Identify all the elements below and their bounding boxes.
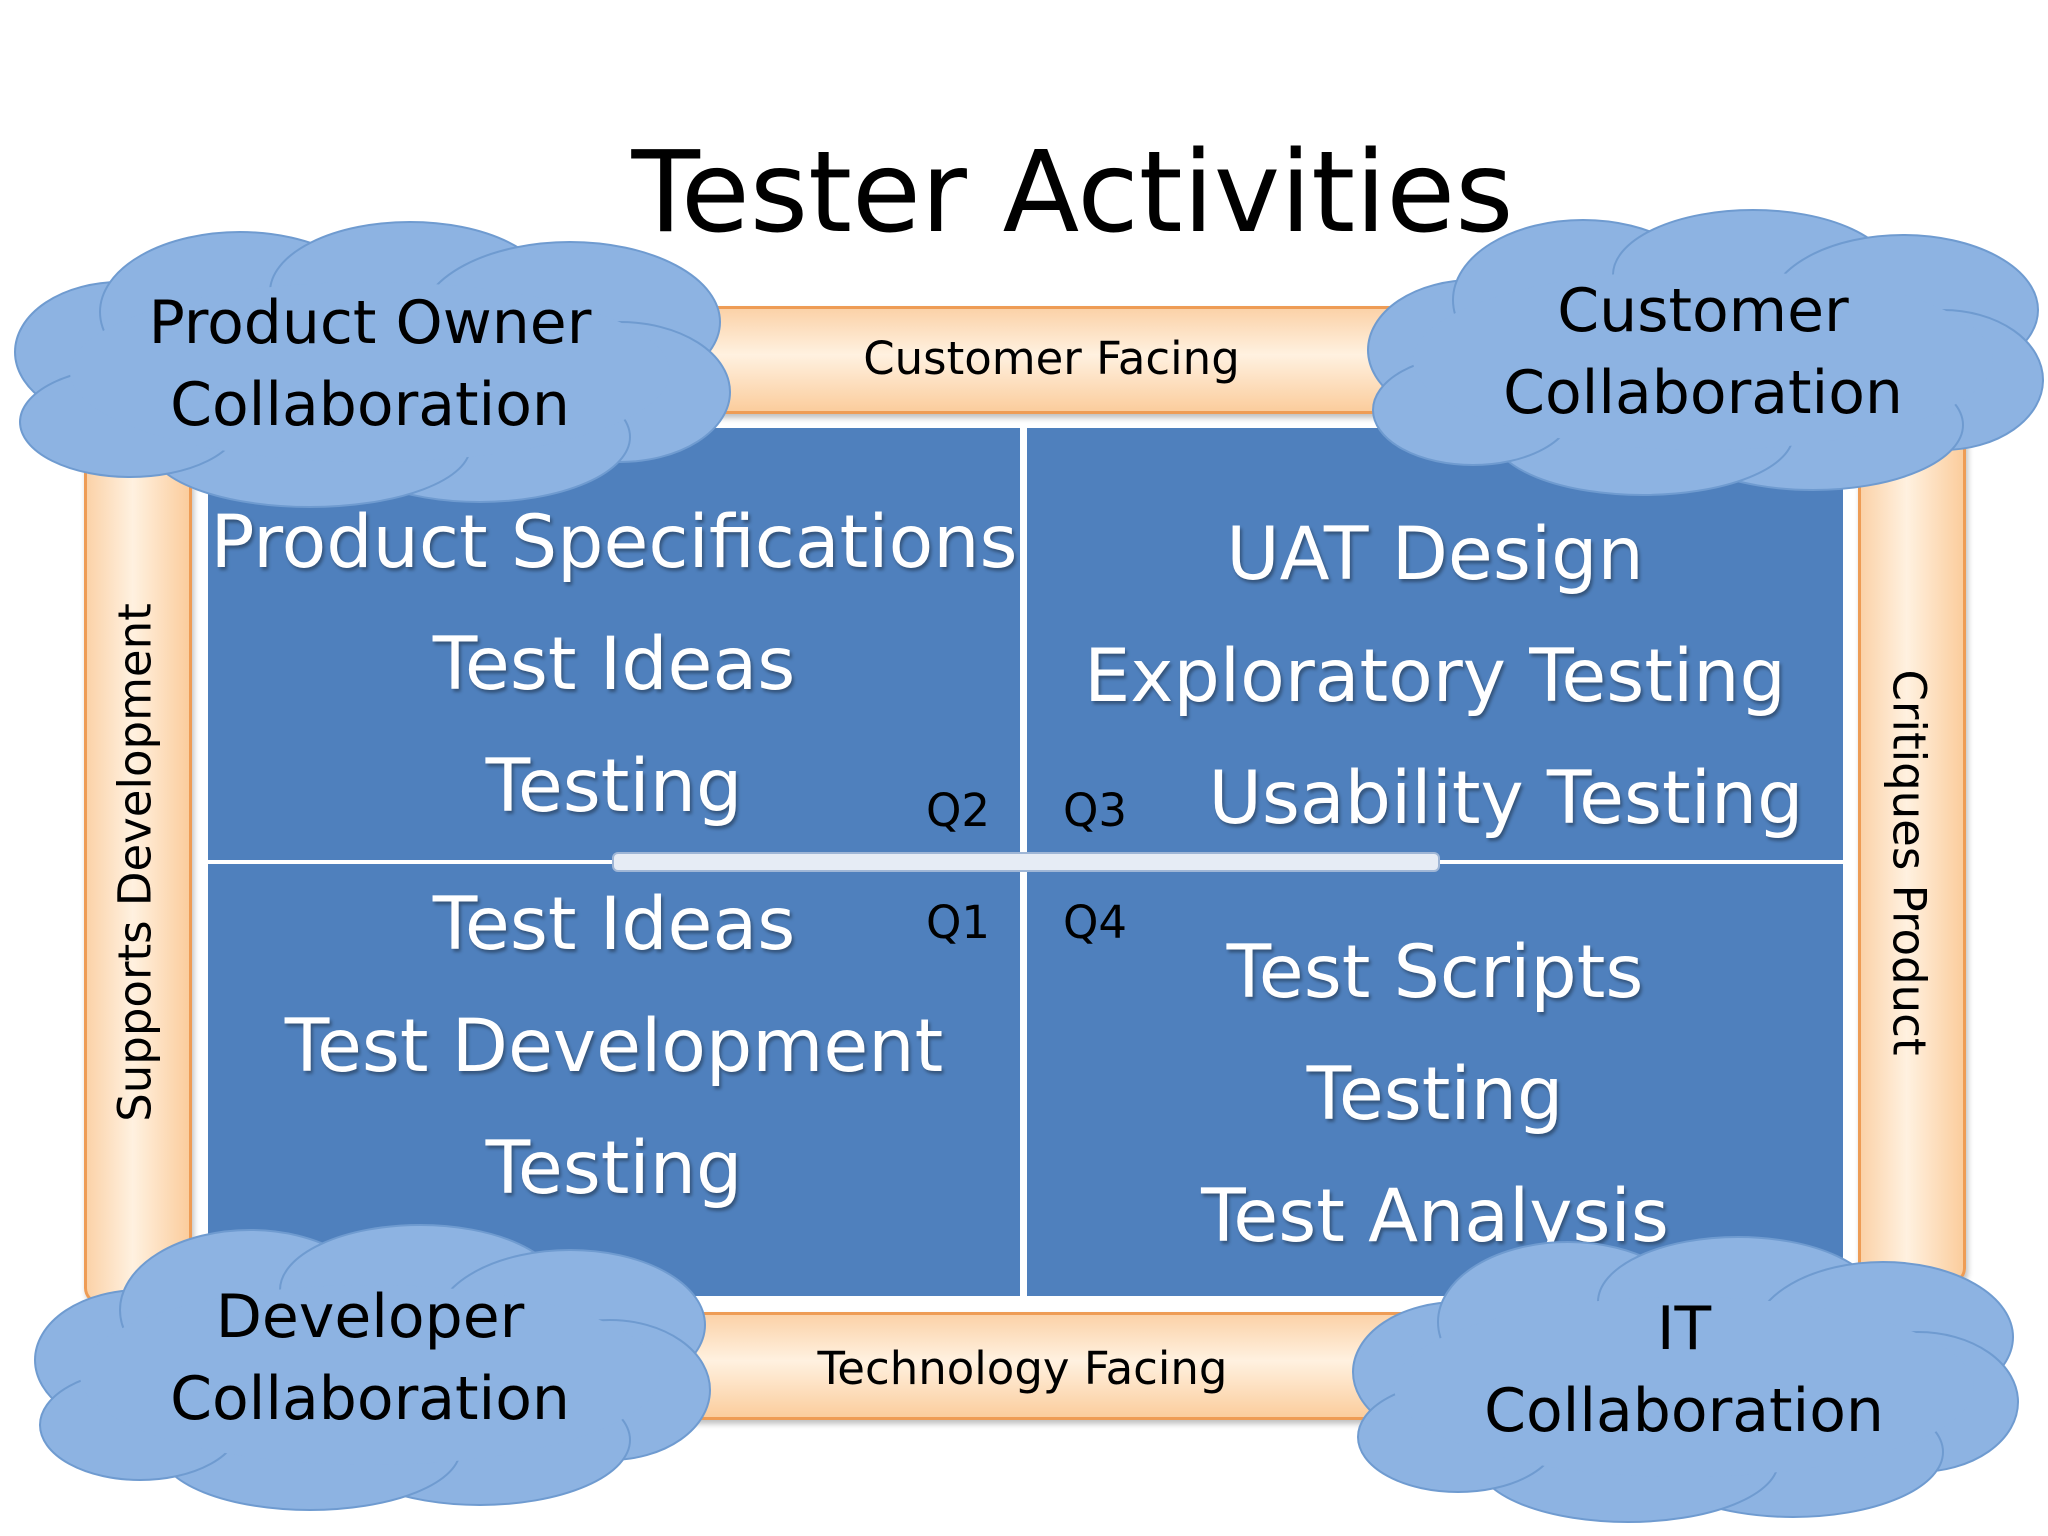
cloud-shape [1367, 209, 2044, 496]
customer-line-2: Collaboration [1503, 358, 1903, 428]
q2-item-1: Product Specifications [210, 500, 1018, 585]
q4-label: Q4 [1063, 896, 1128, 949]
q1-item-1: Test Ideas [432, 882, 796, 967]
developer-cloud: Developer Collaboration [30, 1220, 711, 1511]
q2-item-2: Test Ideas [432, 622, 796, 707]
cloud-shape [34, 1224, 711, 1511]
developer-line-1: Developer [215, 1282, 525, 1352]
product-owner-cloud: Product Owner Collaboration [10, 221, 731, 508]
q4-item-1: Test Scripts [1226, 930, 1644, 1015]
q1-label: Q1 [926, 896, 991, 949]
cloud-shape [1352, 1236, 2019, 1523]
q3-item-3: Usability Testing [1208, 756, 1804, 841]
q1-item-2: Test Development [284, 1004, 944, 1089]
q3-item-1: UAT Design [1226, 512, 1644, 597]
technology-facing-label: Technology Facing [817, 1342, 1228, 1395]
supports-development-band [84, 448, 192, 1304]
developer-line-2: Collaboration [170, 1364, 570, 1434]
it-line-2: Collaboration [1484, 1376, 1884, 1446]
q4-item-3: Test Analysis [1201, 1174, 1669, 1259]
quadrant-q3 [1027, 428, 1843, 860]
it-line-1: IT [1656, 1294, 1712, 1364]
critiques-product-label: Critiques Product [1882, 669, 1936, 1056]
q3-label: Q3 [1063, 784, 1128, 837]
supports-development-label: Supports Development [108, 603, 162, 1122]
customer-facing-label: Customer Facing [863, 332, 1240, 385]
customer-line-1: Customer [1557, 276, 1849, 346]
q3-item-2: Exploratory Testing [1084, 634, 1786, 719]
cloud-shape [14, 221, 731, 508]
product-owner-line-2: Collaboration [170, 370, 570, 440]
center-divider-bar [612, 852, 1440, 872]
page-title: Tester Activities [631, 128, 1514, 258]
q4-item-2: Testing [1306, 1052, 1564, 1137]
it-cloud: IT Collaboration [1348, 1232, 2020, 1523]
product-owner-line-1: Product Owner [148, 288, 592, 358]
quadrant-q1 [208, 864, 1020, 1296]
technology-facing-band [610, 1312, 1441, 1420]
critiques-product-band [1858, 428, 1966, 1284]
customer-cloud: Customer Collaboration [1363, 209, 2044, 496]
quadrant-q4 [1027, 864, 1843, 1296]
customer-facing-band [655, 306, 1454, 414]
q2-item-3: Testing [485, 744, 743, 829]
q1-item-3: Testing [485, 1126, 743, 1211]
q2-label: Q2 [926, 784, 991, 837]
